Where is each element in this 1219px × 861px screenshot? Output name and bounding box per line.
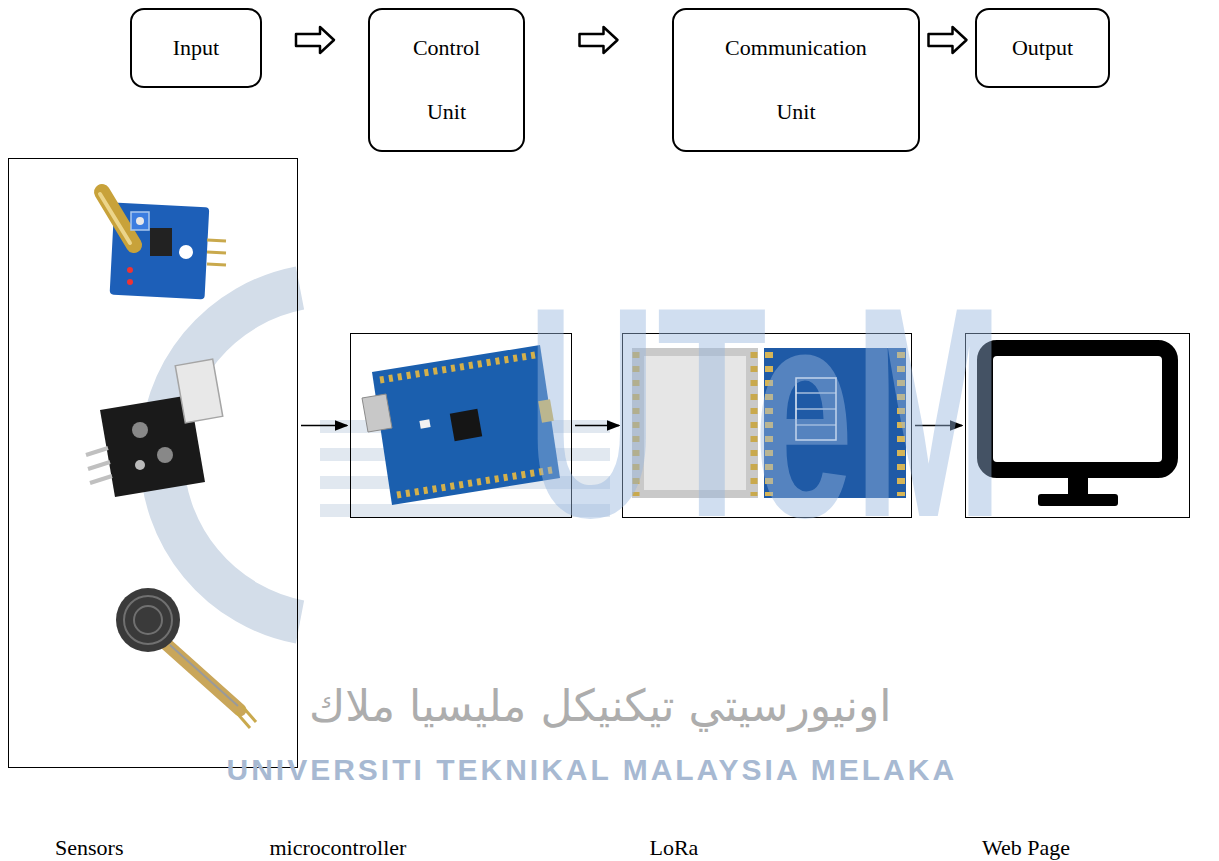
force-sensor [116,588,256,728]
box-label: Output [1012,16,1073,80]
tilt-sensor-module [136,217,144,225]
arduino-nano-board [380,355,535,380]
force-sensor [124,596,172,644]
box-label: Control Unit [392,16,502,144]
arduino-nano-board [362,394,392,432]
tilt-sensor-module [100,194,130,243]
block-arrow [296,27,334,53]
force-sensor [116,588,180,652]
knock-sensor-module [86,448,108,455]
force-sensor [134,606,162,634]
block-arrow [929,27,967,53]
tilt-sensor-module [131,212,149,230]
tilt-sensor-module [102,192,134,245]
component-caption: Sensors [55,835,123,861]
knock-sensor-module [86,359,223,497]
force-sensor [170,645,238,706]
watermark-logo-text: UTeM [527,262,1004,562]
knock-sensor-module [132,422,148,438]
monitor-icon [1068,470,1088,496]
process-box: Output [975,8,1110,88]
tilt-sensor-module [207,252,226,253]
force-sensor [242,706,256,722]
watermark-jawi-text: اونيورسيتي تيكنيكل مليسيا ملاك [309,680,891,733]
component-caption: LoRa [650,835,699,861]
monitor-icon [985,348,1170,470]
component-caption: microcontroller [270,835,407,861]
monitor-icon [985,348,1170,506]
knock-sensor-module [90,476,112,483]
box-label: Input [173,16,219,80]
signal-arrow [301,425,347,427]
knock-sensor-module [175,359,222,423]
arduino-nano-board [450,409,482,441]
block-arrow [580,27,618,53]
knock-sensor-module [157,447,173,463]
tilt-sensor-module [179,245,193,259]
watermark-university-name: UNIVERSITI TEKNIKAL MALAYSIA MELAKA [227,752,958,788]
knock-sensor-module [88,462,110,469]
process-box: Input [130,8,262,88]
arduino-nano-board [419,419,430,429]
monitor-icon [1038,494,1118,506]
tilt-sensor-module [150,228,172,256]
tilt-sensor-module [127,279,133,285]
process-box: Control Unit [368,8,525,152]
force-sensor [165,643,240,710]
tilt-sensor-module [207,240,226,241]
knock-sensor-module [135,460,145,470]
tilt-sensor-module [207,264,226,265]
box-label: Communication Unit [716,16,876,144]
tilt-sensor-module [127,267,133,273]
component-box: Sensors [8,158,298,768]
process-box: Communication Unit [672,8,920,152]
tilt-sensor-module [100,192,226,299]
component-caption: Web Page [982,835,1070,861]
